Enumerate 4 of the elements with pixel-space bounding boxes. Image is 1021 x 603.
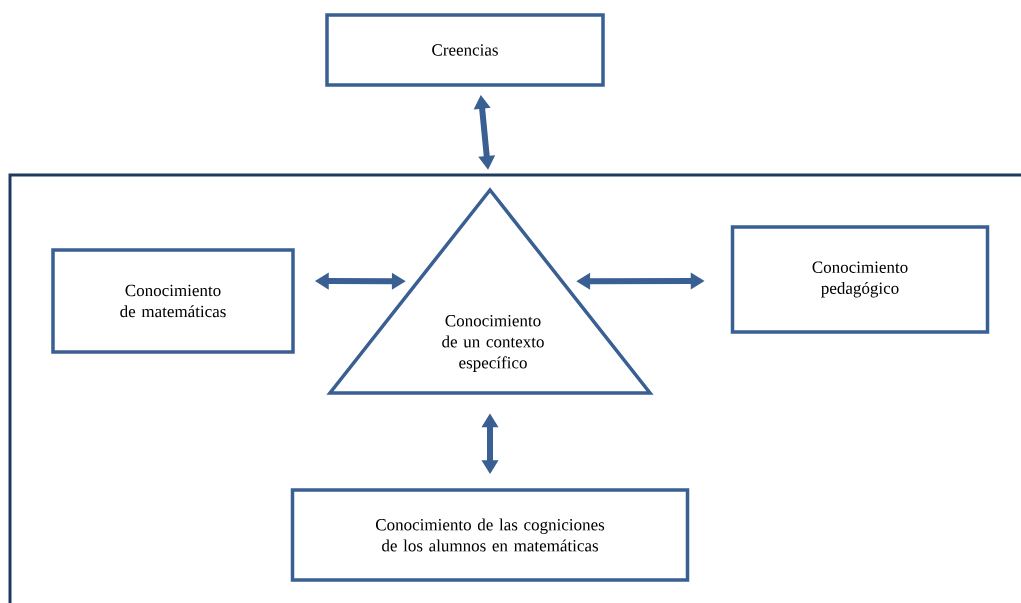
box: Creencias [325,13,605,87]
box: Conocimiento de matemáticas [51,248,295,354]
box: Conocimiento pedagógico [730,225,990,334]
box: Conocimiento de las cogniciones de los alumnos en matemáticas [290,488,690,582]
